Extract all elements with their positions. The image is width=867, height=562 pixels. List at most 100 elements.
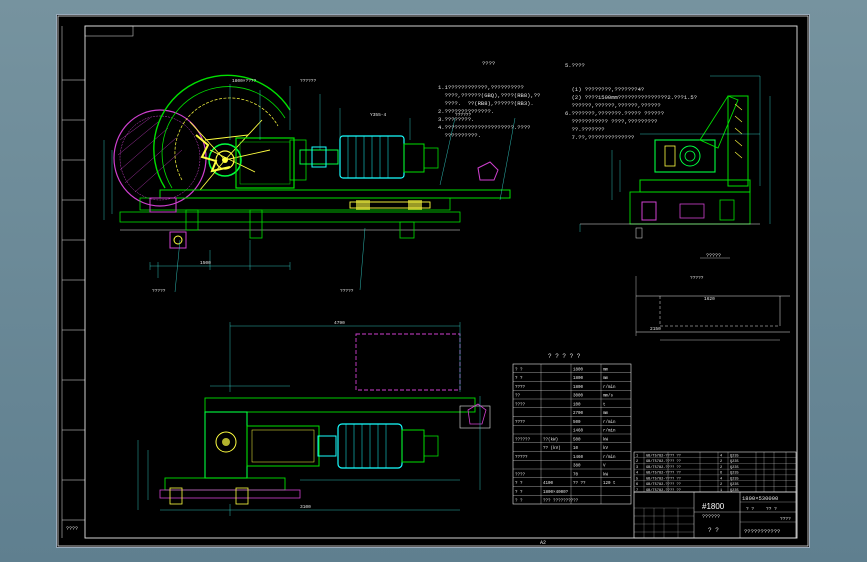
base-frame xyxy=(159,189,511,199)
frame-marker: ???? xyxy=(66,526,78,532)
param-cell: 10 xyxy=(573,447,579,451)
side-gearbox xyxy=(654,139,716,173)
leader-1: 1800×???? xyxy=(232,78,257,84)
parts-cell: GB/T5782-?? xyxy=(646,476,670,481)
dim-3: 3100 xyxy=(300,504,311,510)
title-spec: 1800×530000 xyxy=(742,495,778,502)
parts-cell: Q235 xyxy=(730,489,739,493)
leader-4: ?????? xyxy=(455,112,472,118)
param-cell: 1800 xyxy=(573,368,584,372)
parts-cell: Q235 xyxy=(730,455,739,459)
outer-frame xyxy=(57,15,809,547)
title-block[interactable]: #1800 1800×530000 ?????? ? ? ???????????… xyxy=(633,491,797,539)
title-name: ?????? xyxy=(702,514,720,520)
param-table-title: ? ? ? ? ? xyxy=(548,353,581,360)
parts-cell: 6 xyxy=(636,483,638,487)
detail-label: ????? xyxy=(690,275,704,281)
title-small-3: ???? xyxy=(780,516,791,522)
parts-cell: Q235 xyxy=(730,477,739,481)
detail-section[interactable]: 1620 2150 ????? xyxy=(635,275,790,341)
parts-cell: 2 xyxy=(636,460,638,464)
note-line: ??????????. xyxy=(438,132,481,139)
bottom-marker: A2 xyxy=(540,540,546,546)
param-cell: V xyxy=(603,465,606,469)
param-cell: 1800 xyxy=(573,386,584,390)
param-cell: ???? xyxy=(515,421,526,425)
dim-1: 1500 xyxy=(200,260,211,266)
gear-teeth xyxy=(174,97,279,181)
side-view[interactable]: ????? xyxy=(579,75,771,259)
front-view-dimensions xyxy=(103,84,516,293)
note-line: ??????????? ????,????????? xyxy=(565,118,658,125)
detail-c: ????? xyxy=(706,253,721,259)
parts-cell: GB/T5782-?? xyxy=(646,471,670,476)
param-cell: t xyxy=(603,403,606,407)
parts-cell: ?? ?? xyxy=(670,489,681,493)
parts-cell: 6 xyxy=(720,472,722,476)
front-view[interactable]: 1800×???? ?????? Y355-4 ?????? 1500 ????… xyxy=(103,74,516,294)
param-cell: ??(kW) xyxy=(543,437,558,442)
detail-b: ????? xyxy=(340,288,354,294)
param-cell: r/min xyxy=(603,420,616,425)
param-cell: 500 xyxy=(573,421,581,425)
parts-cell: GB/T5782-?? xyxy=(646,488,670,493)
drawing-sheet[interactable] xyxy=(56,14,810,548)
parts-cell: 2 xyxy=(720,466,722,470)
parts-cell: ?? ?? xyxy=(670,483,681,487)
param-cell: 1800 xyxy=(573,377,584,381)
param-cell: r/min xyxy=(603,385,616,390)
notes-left-heading: ???? xyxy=(482,60,496,67)
dim-2: 4790 xyxy=(334,320,345,326)
param-cell: ? ? xyxy=(515,377,523,381)
title-model: #1800 xyxy=(702,502,725,511)
param-cell: 100 xyxy=(573,403,581,407)
coupling xyxy=(311,146,327,168)
parts-cell: ?? ?? xyxy=(670,455,681,459)
param-cell: kW xyxy=(603,472,609,477)
param-cell: ??? ?????????? xyxy=(543,500,579,504)
param-cell: 1460 xyxy=(573,456,584,460)
leader-3: Y355-4 xyxy=(370,112,387,118)
note-line: (1) ????????,???????4? xyxy=(565,86,645,93)
title-small-1: ? ? xyxy=(746,506,754,512)
gear-rim xyxy=(153,74,291,189)
param-cell: 3000 xyxy=(573,395,584,399)
parts-cell: ?? ?? xyxy=(670,466,681,470)
parts-cell: GB/T5782-?? xyxy=(646,465,670,470)
param-cell: ?????? xyxy=(515,438,531,442)
param-cell: mm xyxy=(603,377,609,381)
parts-cell: ?? ?? xyxy=(670,472,681,476)
gearbox-housing xyxy=(235,137,295,189)
param-cell: 500 xyxy=(573,438,581,442)
param-cell: ? ? xyxy=(515,482,523,486)
title-small-2: ?? ? xyxy=(766,506,777,512)
note-line: 1.1​????????????,?????????? xyxy=(438,84,524,91)
parts-cell: Q235 xyxy=(730,466,739,470)
note-line: ????,??????(GBQ),????(RB8),?? xyxy=(438,92,541,99)
param-cell: ????? xyxy=(515,456,528,460)
param-cell: ???? xyxy=(515,386,526,390)
parts-cell: 4 xyxy=(636,472,638,476)
param-cell: ?? xyxy=(515,395,521,399)
parts-cell: 1 xyxy=(720,489,722,493)
parts-cell: Q235 xyxy=(730,472,739,476)
code-box xyxy=(84,25,134,37)
plan-view[interactable]: 4790 3100 xyxy=(137,320,491,516)
notes-right: 5.???? (1) ????????,???????4? (2) ????15… xyxy=(565,46,697,141)
parts-cell: 3 xyxy=(636,466,638,470)
param-cell: ?? ?? xyxy=(573,482,586,486)
dim-5: 2150 xyxy=(650,326,661,332)
note-line: 2.??????????????. xyxy=(438,108,495,115)
param-cell: 70 xyxy=(573,473,579,477)
binding-strip xyxy=(61,26,85,538)
parts-cell: 2 xyxy=(720,483,722,487)
plan-cutout xyxy=(355,333,461,391)
param-cell: ???? xyxy=(515,403,526,407)
note-line: 7.??,?????????????? xyxy=(565,134,635,141)
title-company: ? ? xyxy=(708,527,719,534)
param-cell: ? ? xyxy=(515,500,523,504)
